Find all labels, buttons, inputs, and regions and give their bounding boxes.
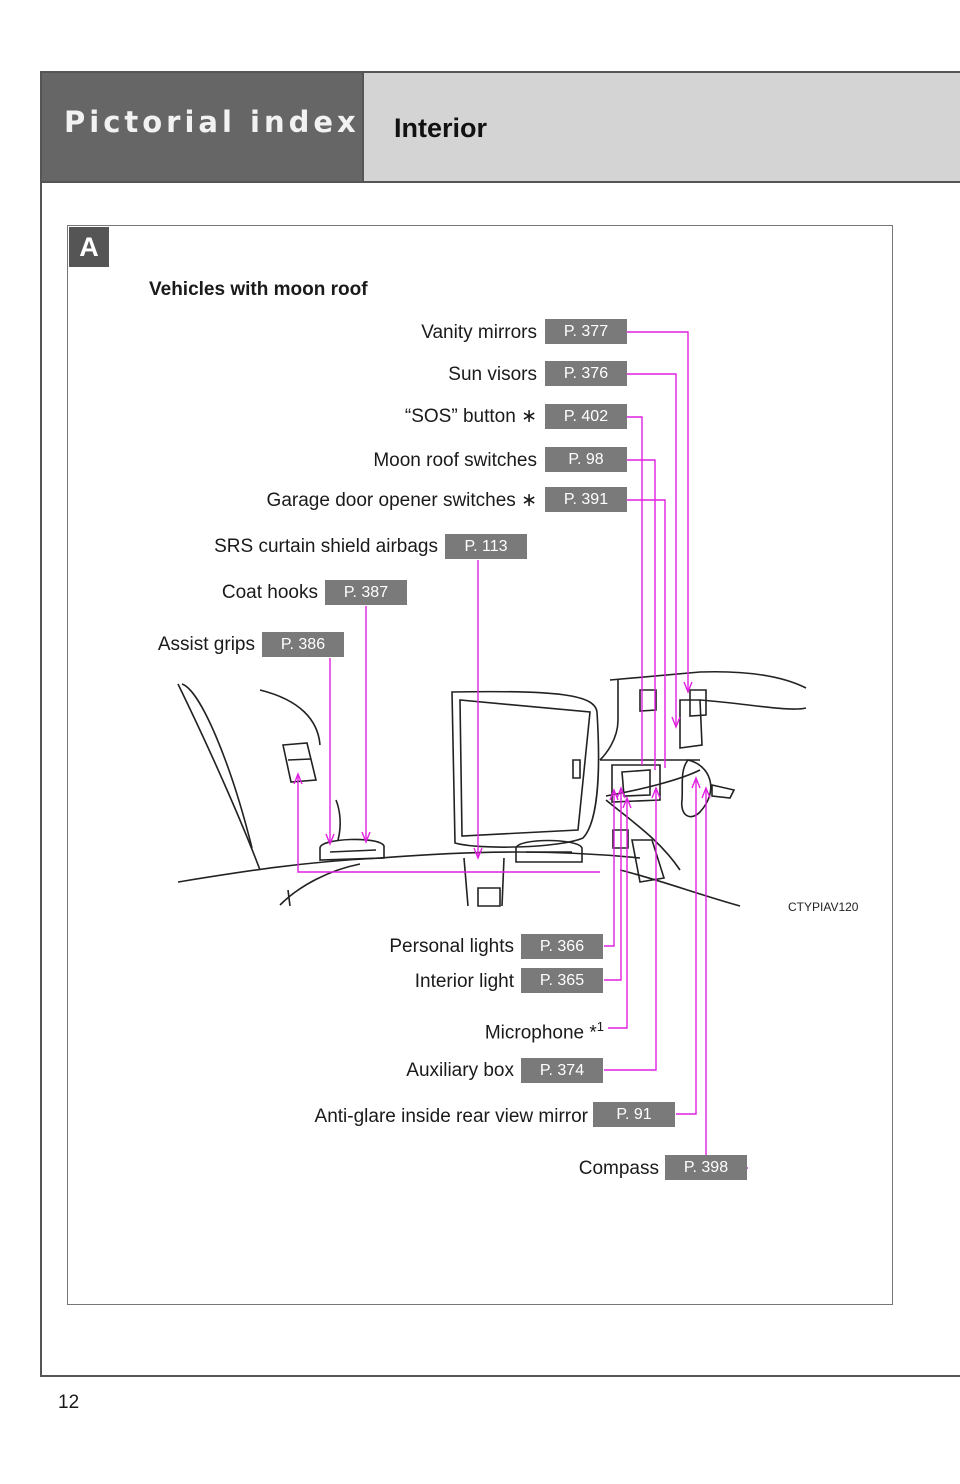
label-anti-glare-mirror: Anti-glare inside rear view mirror bbox=[314, 1106, 588, 1127]
label-sos-button: “SOS” button ∗ bbox=[404, 406, 537, 427]
ref-assist-grips[interactable]: P. 386 bbox=[262, 632, 344, 657]
label-coat-hooks: Coat hooks bbox=[221, 582, 318, 603]
ref-moon-roof-switches[interactable]: P. 98 bbox=[545, 447, 627, 472]
header-rule bbox=[42, 181, 960, 183]
leader-anti-glare-mirror bbox=[676, 780, 697, 1115]
leader-interior-light bbox=[604, 790, 622, 981]
ref-anti-glare-mirror[interactable]: P. 91 bbox=[593, 1102, 675, 1127]
label-compass: Compass bbox=[578, 1158, 659, 1179]
panel-badge: A bbox=[69, 227, 109, 267]
ref-personal-lights[interactable]: P. 366 bbox=[521, 934, 603, 959]
page-title-bar: Interior bbox=[364, 73, 960, 181]
ref-interior-light[interactable]: P. 365 bbox=[521, 968, 603, 993]
leader-lines bbox=[293, 331, 748, 1169]
microphone-footnote-mark: 1 bbox=[596, 1019, 604, 1034]
ref-compass[interactable]: P. 398 bbox=[665, 1155, 747, 1180]
ref-sos-button[interactable]: P. 402 bbox=[545, 404, 627, 429]
section-tab: Pictorial index bbox=[42, 73, 362, 181]
leader-moon-roof-switches bbox=[627, 459, 656, 770]
label-personal-lights: Personal lights bbox=[389, 936, 514, 957]
leader-auxiliary-box bbox=[604, 790, 657, 1071]
label-srs-airbags: SRS curtain shield airbags bbox=[214, 536, 438, 557]
leader-vanity-mirrors bbox=[627, 331, 689, 690]
leader-personal-lights bbox=[604, 792, 615, 947]
label-auxiliary-box: Auxiliary box bbox=[406, 1060, 514, 1081]
ref-sun-visors[interactable]: P. 376 bbox=[545, 361, 627, 386]
ref-garage-door-switches[interactable]: P. 391 bbox=[545, 487, 627, 512]
header-divider bbox=[362, 73, 364, 181]
label-sun-visors: Sun visors bbox=[448, 364, 537, 385]
headliner-illustration bbox=[177, 670, 807, 907]
page-title: Interior bbox=[394, 113, 488, 143]
leader-sun-visors bbox=[627, 373, 677, 725]
diagram-panel bbox=[67, 225, 893, 1305]
label-microphone: Microphone *1 bbox=[484, 1019, 604, 1044]
section-title: Pictorial index bbox=[64, 105, 360, 139]
panel-subtitle: Vehicles with moon roof bbox=[149, 279, 368, 300]
ref-auxiliary-box[interactable]: P. 374 bbox=[521, 1058, 603, 1083]
label-moon-roof-switches: Moon roof switches bbox=[373, 450, 537, 471]
image-code: CTYPIAV120 bbox=[788, 900, 859, 914]
label-interior-light: Interior light bbox=[414, 971, 514, 992]
arrow-heads bbox=[293, 681, 711, 860]
page-frame bbox=[40, 71, 960, 1377]
page-number: 12 bbox=[58, 1392, 80, 1413]
leader-microphone bbox=[608, 800, 628, 1029]
ref-vanity-mirrors[interactable]: P. 377 bbox=[545, 319, 627, 344]
leader-sos-button bbox=[627, 416, 643, 765]
leader-compass bbox=[705, 790, 748, 1169]
ref-coat-hooks[interactable]: P. 387 bbox=[325, 580, 407, 605]
label-garage-door-switches: Garage door opener switches ∗ bbox=[266, 490, 537, 511]
leader-assist-grip-left bbox=[297, 776, 600, 873]
ref-srs-airbags[interactable]: P. 113 bbox=[445, 534, 527, 559]
leader-garage-door-switches bbox=[627, 499, 666, 768]
label-assist-grips: Assist grips bbox=[157, 634, 255, 655]
label-vanity-mirrors: Vanity mirrors bbox=[421, 322, 537, 343]
